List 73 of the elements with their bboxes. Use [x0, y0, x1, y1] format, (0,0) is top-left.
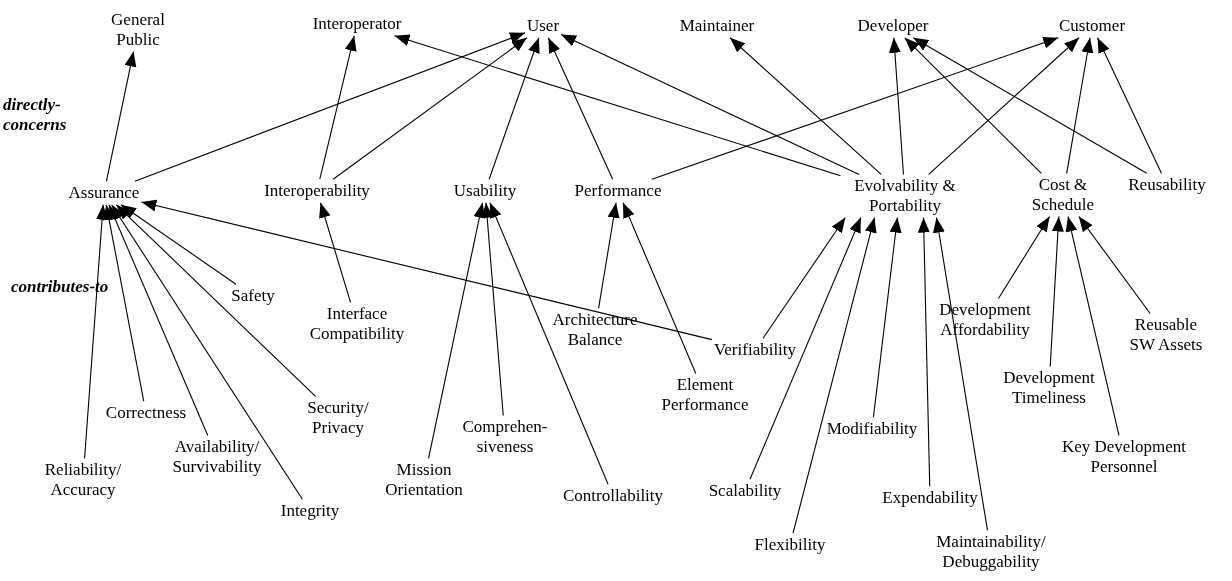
arrow: [319, 35, 357, 180]
arrow: [792, 217, 877, 534]
node-label: Reusability: [1128, 175, 1206, 195]
node-label: Key Development Personnel: [1039, 437, 1209, 477]
arrow: [762, 217, 846, 339]
node-label: Reusable SW Assets: [1126, 315, 1206, 355]
arrow: [393, 34, 842, 177]
node-label: Correctness: [105, 403, 187, 423]
arrow: [140, 199, 713, 341]
arrow: [997, 216, 1051, 299]
arrow: [1097, 37, 1162, 174]
arrow: [1065, 216, 1120, 436]
node-label: Availability/ Survivability: [162, 437, 272, 477]
arrow: [888, 37, 905, 175]
arrow: [904, 37, 1042, 174]
node-label: Interoperability: [264, 181, 370, 201]
node-label: Verifiability: [713, 340, 797, 360]
arrow: [488, 37, 540, 180]
arrow: [1078, 216, 1151, 314]
arrow: [933, 217, 989, 531]
arrow: [749, 217, 862, 480]
arrow: [622, 202, 697, 374]
node-label: User: [526, 16, 560, 36]
node-label: Customer: [1058, 16, 1126, 36]
arrow: [103, 204, 145, 402]
node-label: Usability: [453, 181, 517, 201]
node-label: Scalability: [708, 481, 782, 501]
node-label: Safety: [231, 286, 275, 306]
arrow: [1049, 216, 1064, 367]
node-label: General Public: [98, 10, 178, 50]
arrow: [729, 37, 882, 175]
node-label: Development Timeliness: [994, 368, 1104, 408]
arrow: [108, 204, 209, 436]
arrow: [912, 37, 1148, 174]
arrow: [332, 37, 528, 180]
arrow: [651, 37, 1059, 180]
arrow: [917, 217, 931, 487]
arrow: [1066, 37, 1094, 174]
node-label: Cost & Schedule: [1023, 175, 1103, 215]
arrow: [319, 202, 352, 303]
node-label: Reliability/ Accuracy: [33, 460, 133, 500]
node-label: Integrity: [280, 501, 340, 521]
node-label: Maintainability/ Debuggability: [921, 532, 1061, 572]
arrow: [560, 33, 860, 175]
arrow: [134, 32, 526, 182]
node-label: Interface Compatibility: [292, 304, 422, 344]
arrow: [115, 204, 317, 397]
node-label: Maintainer: [679, 16, 755, 36]
arrow: [598, 202, 620, 309]
node-label: Assurance: [68, 183, 140, 203]
node-label: Interoperator: [312, 14, 402, 34]
arrow: [120, 204, 237, 285]
arrow: [489, 202, 609, 485]
node-label: Element Performance: [649, 375, 761, 415]
arrow: [547, 37, 614, 180]
arrow: [481, 202, 504, 416]
node-label: Developer: [857, 16, 929, 36]
arrow: [428, 202, 486, 459]
arrow: [928, 37, 1080, 175]
arrow: [105, 51, 137, 182]
node-label: Comprehen- siveness: [457, 417, 553, 457]
node-label: Flexibility: [754, 535, 826, 555]
node-label: Architecture Balance: [545, 310, 645, 350]
node-label: Performance: [574, 181, 662, 201]
node-label: Modifiability: [826, 419, 918, 439]
relation-label: directly-concerns: [3, 95, 68, 135]
node-label: Expendability: [882, 488, 978, 508]
node-label: Security/ Privacy: [298, 398, 378, 438]
node-label: Controllability: [562, 486, 664, 506]
node-label: Mission Orientation: [376, 460, 472, 500]
arrow: [111, 204, 303, 500]
arrow: [872, 217, 902, 418]
node-label: Evolvability & Portability: [842, 176, 968, 216]
